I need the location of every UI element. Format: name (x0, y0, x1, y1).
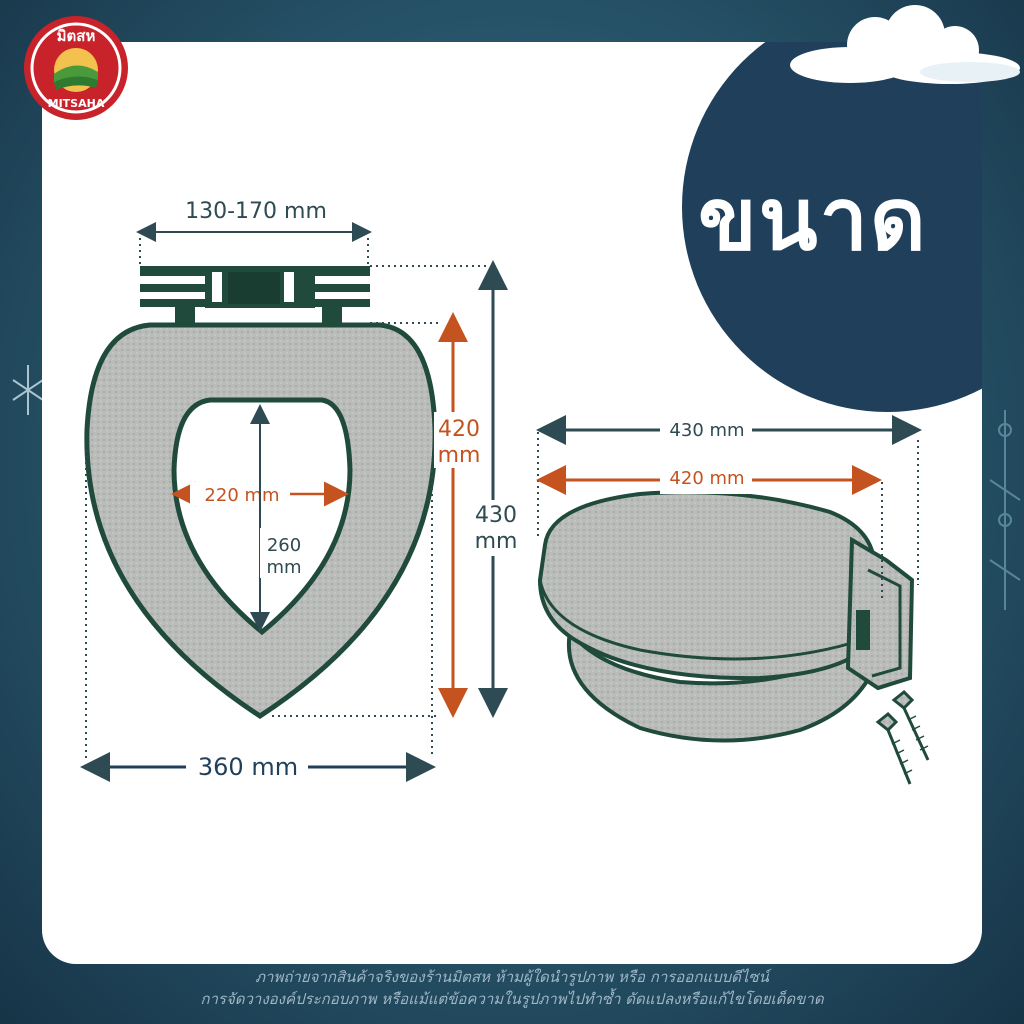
inner-length-value: 260 (267, 535, 301, 556)
inner-length-unit: mm (266, 557, 301, 578)
outer-width-label: 360 mm (198, 753, 298, 781)
logo-top-text: มิตสห (57, 27, 96, 45)
outer-height-value: 420 (438, 417, 480, 442)
footer-line-2: การจัดวางองค์ประกอบภาพ หรือแม้แต่ข้อความ… (200, 990, 824, 1008)
total-height-value: 430 (475, 503, 517, 528)
heading-title: ขนาด (698, 170, 928, 270)
outer-height-unit: mm (438, 443, 481, 468)
cloud-decoration-icon (790, 5, 1020, 84)
side-seat-length-label: 420 mm (669, 468, 744, 489)
seat-side-view (537, 490, 930, 785)
side-total-length-label: 430 mm (669, 420, 744, 441)
inner-width-label: 220 mm (204, 485, 279, 506)
total-height-unit: mm (475, 529, 518, 554)
logo-bottom-text: MITSAHA (48, 97, 105, 110)
mitsaha-logo: มิตสห MITSAHA (24, 16, 128, 120)
hinge-width-label: 130-170 mm (185, 199, 327, 224)
snowflake-decoration-icon (989, 410, 1021, 610)
hinge-width-dimension (136, 222, 372, 266)
footer-line-1: ภาพถ่ายจากสินค้าจริงของร้านมิตสห ห้ามผู้… (255, 968, 769, 986)
snowflake-decoration-icon (12, 365, 44, 415)
copyright-footer: ภาพถ่ายจากสินค้าจริงของร้านมิตสห ห้ามผู้… (0, 966, 1024, 1010)
